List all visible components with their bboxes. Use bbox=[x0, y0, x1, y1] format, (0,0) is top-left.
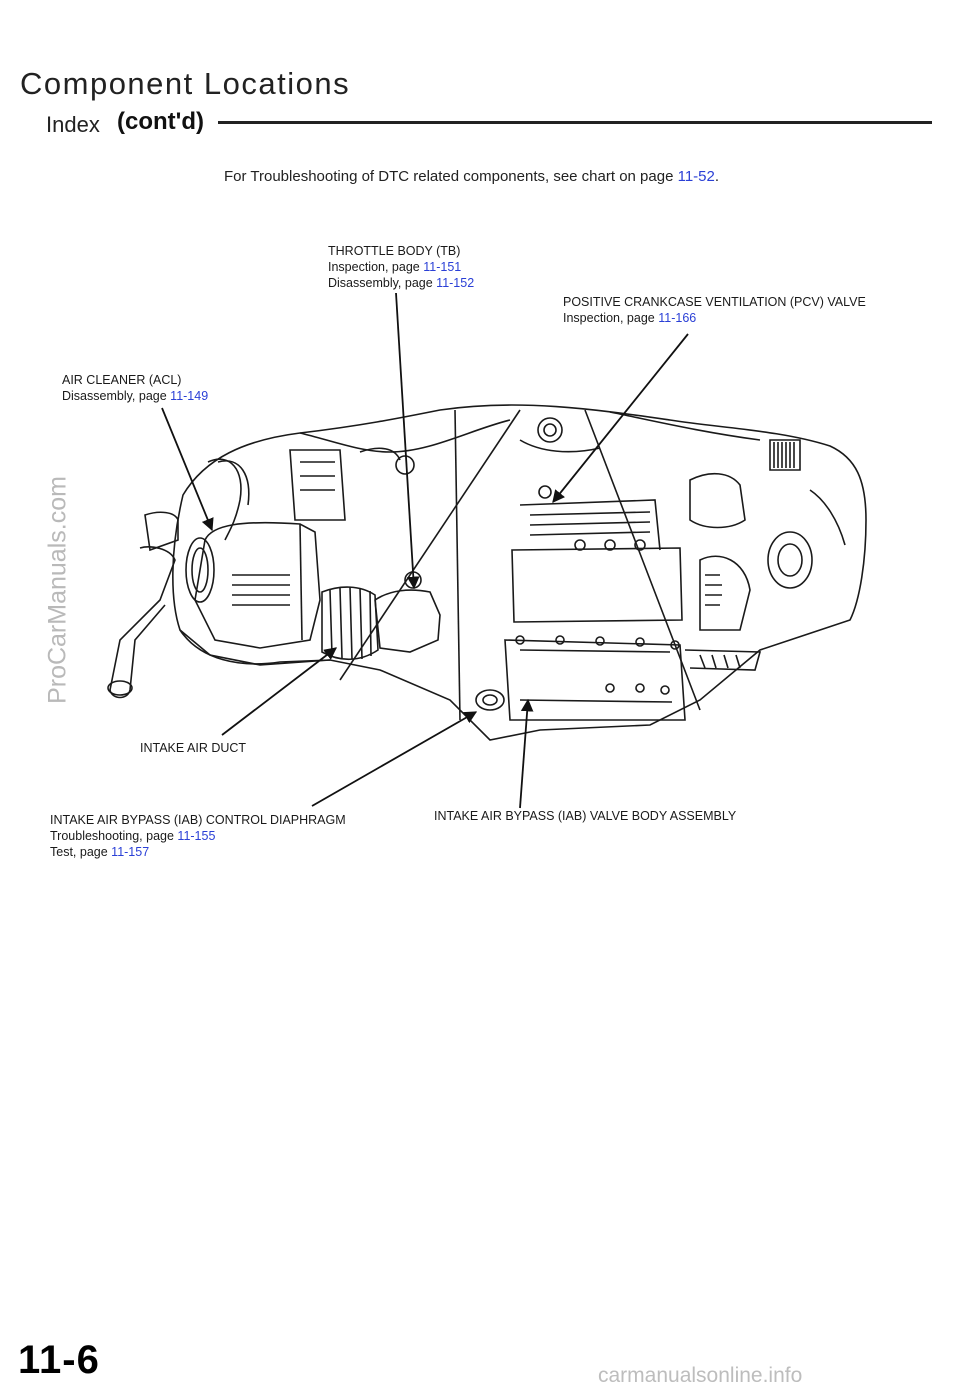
note-text: For Troubleshooting of DTC related compo… bbox=[224, 168, 674, 185]
troubleshooting-note: For Troubleshooting of DTC related compo… bbox=[224, 168, 719, 185]
callout-title: INTAKE AIR BYPASS (IAB) CONTROL DIAPHRAG… bbox=[50, 813, 346, 827]
leader-pcv-valve bbox=[552, 333, 689, 503]
callout-air-cleaner: AIR CLEANER (ACL) Disassembly, page 11-1… bbox=[62, 372, 208, 404]
page-number: 11-6 bbox=[18, 1338, 100, 1382]
callout-title: POSITIVE CRANKCASE VENTILATION (PCV) VAL… bbox=[563, 295, 866, 309]
callout-page-link[interactable]: 11-157 bbox=[111, 845, 150, 859]
continued-label: (cont'd) bbox=[117, 108, 205, 135]
callout-page-link[interactable]: 11-152 bbox=[436, 276, 475, 290]
callout-line-text: Inspection, page bbox=[563, 311, 655, 325]
callout-throttle-body: THROTTLE BODY (TB) Inspection, page 11-1… bbox=[328, 243, 474, 291]
leader-lines bbox=[161, 292, 689, 809]
leader-intake-air-duct bbox=[221, 647, 338, 736]
callout-page-link[interactable]: 11-166 bbox=[658, 311, 697, 325]
callout-title: AIR CLEANER (ACL) bbox=[62, 373, 182, 387]
callout-line-text: Inspection, page bbox=[328, 260, 420, 274]
callout-line-text: Disassembly, page bbox=[328, 276, 433, 290]
callout-pcv-valve: POSITIVE CRANKCASE VENTILATION (PCV) VAL… bbox=[563, 294, 866, 326]
note-end: . bbox=[714, 168, 720, 185]
leader-iab-valve-body bbox=[519, 698, 534, 809]
callout-title: THROTTLE BODY (TB) bbox=[328, 244, 461, 258]
callout-intake-air-duct: INTAKE AIR DUCT bbox=[140, 740, 246, 756]
footer-site-text: carmanualsonline.info bbox=[598, 1364, 803, 1387]
leader-throttle-body bbox=[395, 292, 420, 590]
note-page-link[interactable]: 11-52 bbox=[677, 168, 715, 185]
callout-line-text: Test, page bbox=[50, 845, 108, 859]
callout-iab-valve-body: INTAKE AIR BYPASS (IAB) VALVE BODY ASSEM… bbox=[434, 808, 736, 824]
leader-air-cleaner bbox=[161, 407, 214, 532]
callout-iab-diaphragm: INTAKE AIR BYPASS (IAB) CONTROL DIAPHRAG… bbox=[50, 812, 346, 860]
engine-outline bbox=[107, 404, 867, 741]
watermark-text: ProCarManuals.com bbox=[43, 476, 72, 704]
callout-page-link[interactable]: 11-155 bbox=[177, 829, 216, 843]
callout-page-link[interactable]: 11-151 bbox=[423, 260, 462, 274]
callout-page-link[interactable]: 11-149 bbox=[170, 389, 209, 403]
page-title: Component Locations bbox=[20, 66, 351, 101]
callout-title: INTAKE AIR BYPASS (IAB) VALVE BODY ASSEM… bbox=[434, 809, 737, 823]
callout-line-text: Disassembly, page bbox=[62, 389, 167, 403]
callout-title: INTAKE AIR DUCT bbox=[140, 741, 247, 755]
leader-iab-diaphragm bbox=[311, 711, 478, 807]
header-rule bbox=[218, 121, 932, 124]
section-subtitle: Index bbox=[46, 112, 100, 137]
callout-line-text: Troubleshooting, page bbox=[50, 829, 174, 843]
